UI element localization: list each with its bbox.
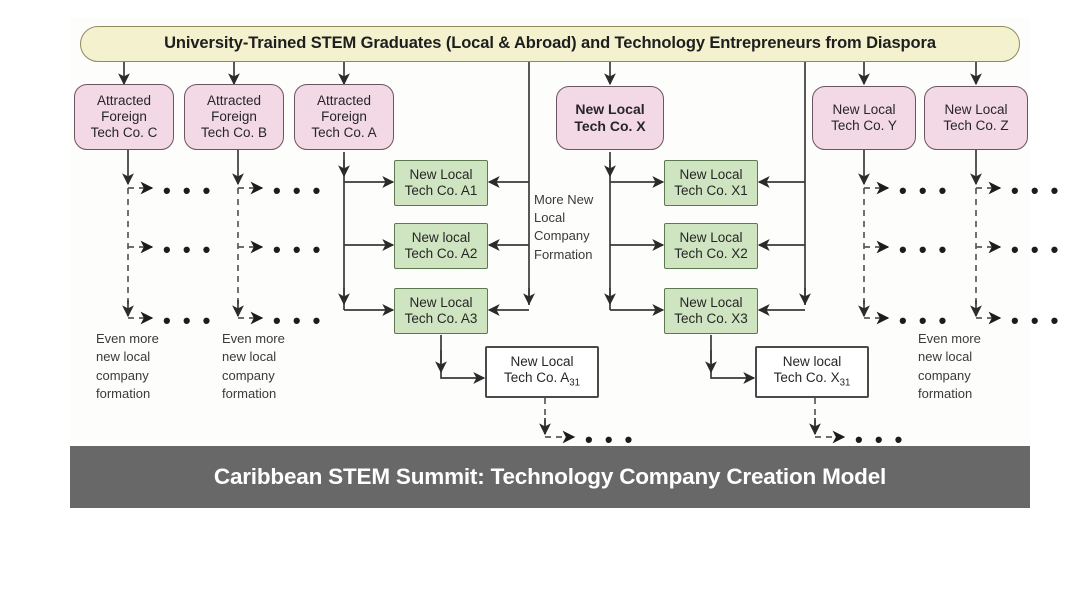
ellipsis-b-2: • • • [273, 237, 324, 262]
top-banner: University-Trained STEM Graduates (Local… [80, 26, 1020, 62]
ellipsis-c-2: • • • [163, 237, 214, 262]
node-line-2-subscript: 31 [839, 378, 851, 390]
label-line-4: Formation [534, 246, 593, 262]
node-line-2: Foreign [101, 109, 147, 125]
ellipsis-z-3: • • • [1011, 308, 1062, 333]
node-line-1: New Local [510, 354, 574, 370]
caption-even-more-new-local-company-formation-z: Even more new local company formation [918, 330, 1013, 404]
node-line-2: Tech Co. X31 [774, 370, 851, 389]
caption-line-2: new local [222, 349, 277, 365]
caption-line-4: formation [96, 386, 151, 402]
node-attracted-foreign-tech-co-c[interactable]: Attracted Foreign Tech Co. C [74, 84, 174, 150]
node-line-2: Tech Co. X [574, 118, 646, 134]
caption-line-1: Even more [918, 331, 981, 346]
ellipsis-y-3: • • • [899, 308, 950, 333]
node-line-2: Tech Co. A1 [404, 183, 478, 198]
node-line-2: Tech Co. A31 [504, 370, 580, 389]
node-line-1: Attracted [316, 93, 371, 109]
caption-line-1: Even more [96, 331, 159, 346]
node-line-1: New Local [409, 167, 473, 183]
node-line-1: New local [411, 230, 471, 246]
caption-even-more-new-local-company-formation-b: Even more new local company formation [222, 330, 317, 404]
ellipsis-a31: • • • [585, 427, 636, 452]
node-line-3: Tech Co. C [90, 124, 158, 140]
node-line-2-prefix: Tech Co. A [503, 370, 570, 386]
node-new-local-tech-co-a31[interactable]: New Local Tech Co. A31 [485, 346, 599, 398]
ellipsis-x31: • • • [855, 427, 906, 452]
title-bar: Caribbean STEM Summit: Technology Compan… [70, 446, 1030, 508]
caption-line-3: company [96, 367, 149, 383]
caption-line-2: new local [96, 349, 151, 365]
node-line-2-subscript: 31 [569, 378, 581, 390]
caption-line-3: company [918, 367, 971, 383]
node-new-local-tech-co-x1[interactable]: New Local Tech Co. X1 [664, 160, 758, 206]
caption-even-more-new-local-company-formation-c: Even more new local company formation [96, 330, 191, 404]
caption-line-4: formation [918, 386, 973, 402]
node-line-2: Foreign [321, 109, 367, 125]
node-new-local-tech-co-a2[interactable]: New local Tech Co. A2 [394, 223, 488, 269]
node-line-1: New Local [944, 102, 1008, 118]
node-line-2: Tech Co. X1 [674, 183, 748, 198]
caption-line-3: company [222, 367, 275, 383]
ellipsis-y-2: • • • [899, 237, 950, 262]
node-line-1: New Local [575, 101, 645, 118]
node-line-2: Tech Co. A2 [404, 246, 478, 261]
node-new-local-tech-co-z[interactable]: New Local Tech Co. Z [924, 86, 1028, 150]
caption-line-4: formation [222, 386, 277, 402]
label-line-2: Local [534, 210, 566, 226]
node-line-1: New Local [679, 295, 743, 311]
node-new-local-tech-co-y[interactable]: New Local Tech Co. Y [812, 86, 916, 150]
node-new-local-tech-co-x[interactable]: New Local Tech Co. X [556, 86, 664, 150]
node-line-1: Attracted [206, 93, 262, 109]
node-line-2-prefix: Tech Co. X [773, 370, 840, 386]
node-line-1: New Local [679, 230, 743, 246]
node-line-3: Tech Co. B [200, 124, 268, 140]
title-bar-label: Caribbean STEM Summit: Technology Compan… [213, 464, 887, 489]
ellipsis-b-3: • • • [273, 308, 324, 333]
ellipsis-b-1: • • • [273, 178, 324, 203]
top-banner-label: University-Trained STEM Graduates (Local… [164, 34, 936, 53]
node-new-local-tech-co-a1[interactable]: New Local Tech Co. A1 [394, 160, 488, 206]
node-new-local-tech-co-x31[interactable]: New local Tech Co. X31 [755, 346, 869, 398]
label-more-new-local-company-formation: More New Local Company Formation [534, 191, 626, 264]
node-line-1: New Local [832, 102, 896, 118]
node-new-local-tech-co-x2[interactable]: New Local Tech Co. X2 [664, 223, 758, 269]
ellipsis-y-1: • • • [899, 178, 950, 203]
label-line-1: More New [534, 192, 594, 207]
node-line-3: Tech Co. A [311, 124, 377, 140]
node-line-2: Tech Co. A3 [404, 311, 478, 326]
node-line-2: Tech Co. X2 [674, 246, 748, 261]
ellipsis-z-2: • • • [1011, 237, 1062, 262]
ellipsis-c-1: • • • [163, 178, 214, 203]
ellipsis-c-3: • • • [163, 308, 214, 333]
node-line-2: Tech Co. X3 [674, 311, 748, 326]
node-new-local-tech-co-x3[interactable]: New Local Tech Co. X3 [664, 288, 758, 334]
node-line-1: New local [782, 354, 842, 370]
label-line-3: Company [534, 228, 590, 244]
ellipsis-z-1: • • • [1011, 178, 1062, 203]
node-line-1: New Local [679, 167, 743, 183]
node-line-1: Attracted [96, 93, 152, 109]
node-new-local-tech-co-a3[interactable]: New Local Tech Co. A3 [394, 288, 488, 334]
caption-line-2: new local [918, 349, 973, 365]
node-line-1: New Local [409, 295, 473, 311]
caption-line-1: Even more [222, 331, 285, 346]
node-line-2: Foreign [211, 109, 257, 125]
node-line-2: Tech Co. Z [943, 118, 1009, 133]
node-attracted-foreign-tech-co-a[interactable]: Attracted Foreign Tech Co. A [294, 84, 394, 150]
node-line-2: Tech Co. Y [831, 118, 897, 133]
node-attracted-foreign-tech-co-b[interactable]: Attracted Foreign Tech Co. B [184, 84, 284, 150]
